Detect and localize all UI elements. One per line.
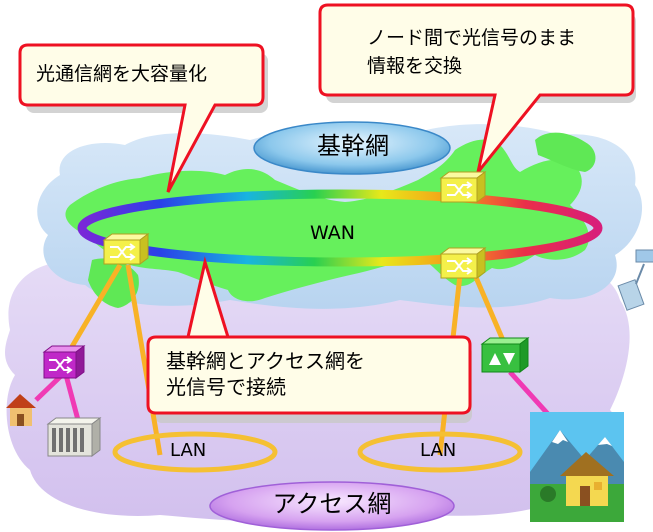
callout-node-exchange	[318, 3, 635, 173]
house-small-icon	[6, 394, 36, 426]
callout-access-link-text: 基幹網とアクセス網を 光信号で接続	[166, 349, 365, 399]
access-label: アクセス網	[272, 490, 392, 518]
lan-ring-left	[112, 431, 278, 473]
optical-node-se-icon	[439, 247, 487, 279]
access-switch-icon	[42, 345, 86, 379]
wan-ring	[77, 189, 603, 267]
callout-access-link	[146, 256, 472, 415]
amplifier-icon	[480, 337, 530, 373]
callout-optical-capacity	[18, 43, 265, 193]
wan-label: WAN	[310, 222, 355, 244]
backbone-label: 基幹網	[317, 132, 389, 160]
optical-node-w-icon	[102, 233, 150, 265]
lan-right-label: LAN	[420, 440, 457, 461]
satellite-icon	[617, 249, 653, 311]
hokkaido-landmass	[535, 132, 596, 172]
callout-node-exchange-text: ノード間で光信号のまま 情報を交換	[367, 27, 577, 77]
lan-ring-right	[357, 431, 523, 473]
lan-left-label: LAN	[170, 440, 207, 461]
backbone-label-pill	[253, 121, 451, 175]
callout-optical-capacity-text: 光通信網を大容量化	[36, 63, 208, 85]
access-label-pill	[209, 481, 455, 531]
building-icon	[46, 417, 102, 457]
house-landscape-icon	[530, 412, 624, 522]
optical-node-ne-icon	[439, 171, 487, 203]
